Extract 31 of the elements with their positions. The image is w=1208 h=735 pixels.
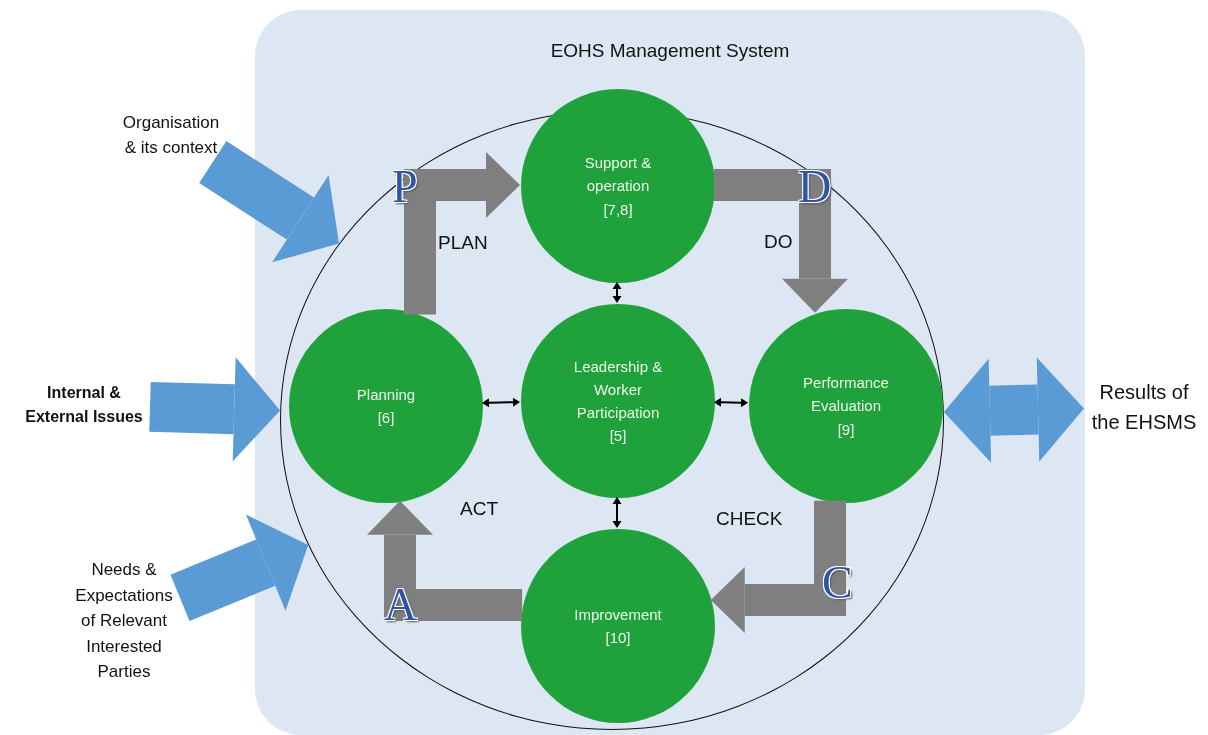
phase-label: DO xyxy=(764,231,793,253)
circle-label: [10] xyxy=(605,628,631,648)
block-arrow xyxy=(199,141,339,263)
edge-label: A xyxy=(384,582,418,628)
block-arrow xyxy=(943,357,1084,463)
double-arrow xyxy=(612,497,622,528)
double-arrow xyxy=(482,397,520,408)
circle-label: Improvement xyxy=(574,604,662,625)
input-label: Needs & Expectations of Relevant Interested Parties xyxy=(74,559,174,684)
system-panel xyxy=(255,10,1085,735)
circle-label: Planning xyxy=(356,384,416,405)
edge-label: D xyxy=(798,164,832,210)
circle-label: [6] xyxy=(377,408,395,428)
circle-label: [7,8] xyxy=(603,199,633,220)
input-label: Organisation & its context xyxy=(121,111,221,159)
input-label: Results of the EHSMS xyxy=(1090,380,1198,435)
phase-label: ACT xyxy=(460,498,498,520)
block-arrow xyxy=(404,152,520,315)
double-arrow xyxy=(714,397,748,408)
input-label: Internal & External Issues xyxy=(24,383,144,427)
circle-label: Performance Evaluation xyxy=(802,373,890,417)
circle-label: Support & operation xyxy=(583,153,653,197)
block-arrow xyxy=(170,514,309,622)
phase-label: PLAN xyxy=(438,232,488,254)
block-arrow xyxy=(149,357,281,462)
circle-label: Leadership & Worker Participation xyxy=(572,356,664,423)
phase-label: CHECK xyxy=(716,508,783,530)
circle-label: [9] xyxy=(837,419,855,440)
panel-title: EOHS Management System xyxy=(550,40,790,62)
double-arrow xyxy=(612,282,622,303)
circle-label: [5] xyxy=(609,426,627,447)
